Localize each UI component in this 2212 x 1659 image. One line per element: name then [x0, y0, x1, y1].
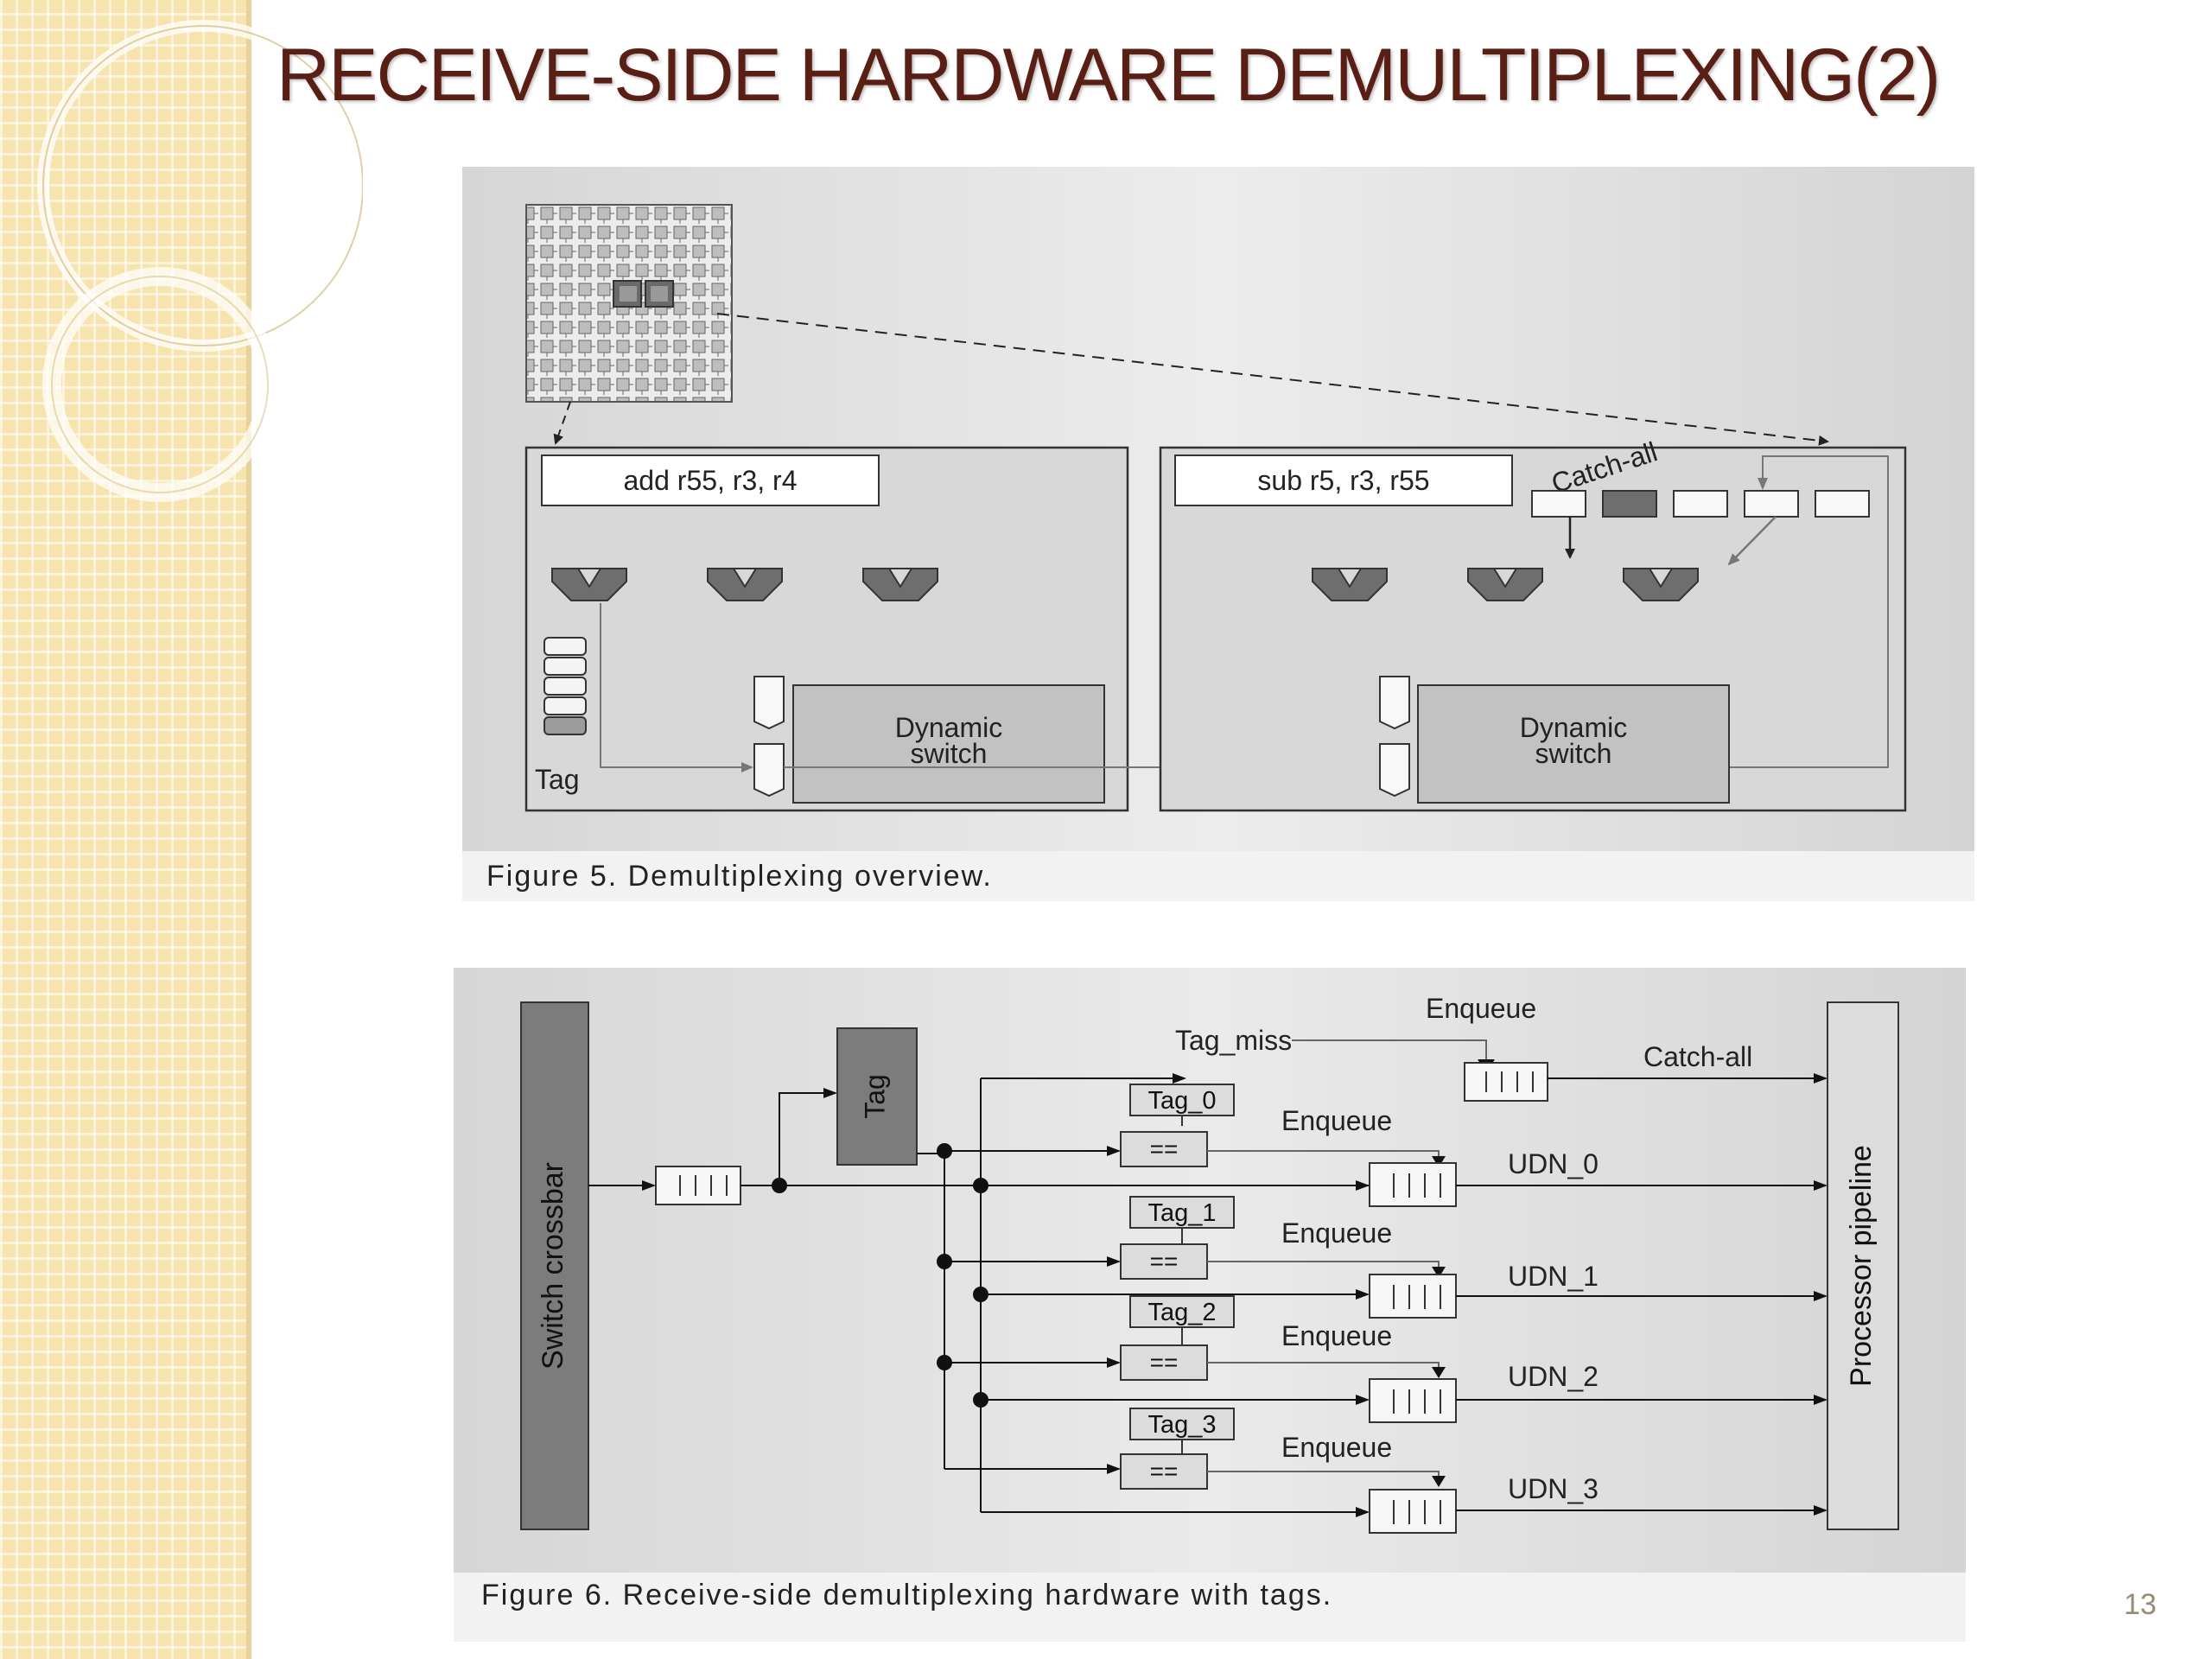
pipeline-stage-icon [862, 568, 938, 601]
enqueue-label: Enqueue [1281, 1105, 1392, 1136]
udn-queue [1369, 1489, 1457, 1534]
demux-row-2: Tag_2 == Enqueue UDN_2 [937, 1295, 1827, 1423]
tag-register-label: Tag_3 [1147, 1411, 1216, 1439]
chip-mesh-thumbnail [525, 204, 733, 403]
pipeline-stage-icon [551, 568, 627, 601]
processor-pipeline [1827, 1001, 1899, 1530]
udn-label: UDN_2 [1508, 1361, 1599, 1392]
tag-label: Tag [535, 764, 580, 795]
zoom-arrow-right [716, 313, 1829, 446]
figure-5-caption: Figure 5. Demultiplexing overview. [486, 860, 993, 893]
udn-queue [1369, 1162, 1457, 1207]
tag-block [836, 1027, 918, 1166]
tag-register-label: Tag_2 [1147, 1299, 1216, 1326]
processor-pipeline-label: Processor pipeline [1845, 1145, 1878, 1387]
udn-queue [1369, 1378, 1457, 1423]
right-instruction: sub r5, r3, r55 [1257, 465, 1429, 496]
dynamic-switch-label: switch [1535, 738, 1612, 769]
tag-miss-label: Tag_miss [1175, 1025, 1292, 1056]
left-instruction: add r55, r3, r4 [624, 465, 798, 496]
comparator [1120, 1453, 1208, 1490]
pipeline-stage-icon [1312, 568, 1388, 601]
switch-input-buffer [1379, 743, 1410, 798]
zoom-arrow-left [553, 401, 571, 445]
figure-6-caption: Figure 6. Receive-side demultiplexing ha… [481, 1579, 1332, 1611]
pipeline-stage-icon [1623, 568, 1699, 601]
tag-register [1129, 1295, 1235, 1328]
demux-row-1: Tag_1 == Enqueue UDN_1 [937, 1196, 1827, 1319]
comparator-label: == [1150, 1248, 1179, 1274]
switch-input-buffer [1379, 676, 1410, 730]
udn-label: UDN_3 [1508, 1473, 1599, 1504]
comparator-label: == [1150, 1349, 1179, 1376]
comparator [1120, 1243, 1208, 1280]
pipeline-stage-icon [1467, 568, 1543, 601]
udn-queue [1369, 1274, 1457, 1319]
dynamic-switch-right [1417, 684, 1730, 804]
pipeline-stage-icon [707, 568, 783, 601]
comparator [1120, 1131, 1208, 1167]
comparator-label: == [1150, 1135, 1179, 1162]
catch-all-queue [1464, 1062, 1548, 1102]
comparator-label: == [1150, 1458, 1179, 1484]
decorative-rings [37, 20, 363, 502]
dynamic-switch-label: Dynamic [895, 712, 1002, 743]
catch-all-label: Catch-all [1643, 1041, 1752, 1072]
dynamic-switch-left [792, 684, 1105, 804]
switch-input-buffer [753, 676, 785, 730]
figure-6: Switch crossbar Processor pipeline Tag T… [454, 968, 1966, 1642]
enqueue-label: Enqueue [1281, 1320, 1392, 1351]
tag-path-line [600, 603, 747, 768]
tag-register-label: Tag_0 [1147, 1087, 1216, 1115]
dynamic-switch-label: switch [911, 738, 988, 769]
left-tile: add r55, r3, r4 Tag Dynamic switch [524, 446, 1129, 812]
figure-5: add r55, r3, r4 Tag Dynamic switch sub r… [462, 167, 1974, 901]
enqueue-label: Enqueue [1281, 1217, 1392, 1249]
sidebar-edge [246, 0, 251, 1659]
tag-block-label: Tag [859, 1074, 890, 1119]
slide-title: RECEIVE-SIDE HARDWARE DEMULTIPLEXING(2) [276, 34, 1941, 117]
comparator [1120, 1344, 1208, 1381]
switch-crossbar [520, 1001, 589, 1530]
demux-row-0: Tag_0 == Enqueue UDN_0 [937, 1084, 1827, 1207]
tag-register-label: Tag_1 [1147, 1199, 1216, 1227]
input-queue [655, 1166, 741, 1205]
demux-row-3: Tag_3 == Enqueue UDN_3 [944, 1408, 1827, 1534]
tag-register-stack [543, 637, 587, 735]
switch-input-buffer [753, 743, 785, 798]
udn-label: UDN_1 [1508, 1261, 1599, 1292]
network-link-right [1421, 455, 1889, 768]
right-tile: sub r5, r3, r55 Catch-all Dynamic switch [1159, 435, 1907, 812]
enqueue-label: Enqueue [1281, 1432, 1392, 1463]
switch-crossbar-label: Switch crossbar [537, 1162, 569, 1370]
enqueue-label: Enqueue [1426, 993, 1536, 1024]
tag-register [1129, 1408, 1235, 1440]
dynamic-switch-label: Dynamic [1520, 712, 1627, 743]
page-number: 13 [2124, 1588, 2157, 1621]
demux-queues [1531, 490, 1870, 518]
udn-label: UDN_0 [1508, 1148, 1599, 1179]
